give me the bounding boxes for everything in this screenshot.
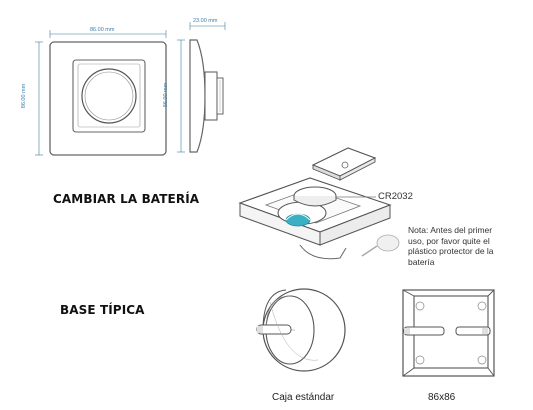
battery-model-label: CR2032 <box>378 191 413 202</box>
front-height-label: 86.00 mm <box>21 83 28 109</box>
protective-film-tab <box>376 234 400 252</box>
battery-note: Nota: Antes del primer uso, por favor qu… <box>408 225 528 267</box>
front-width-label: 86.00 mm <box>90 27 115 33</box>
battery-exploded-drawing <box>238 147 400 260</box>
square-box-caption: 86x86 <box>428 392 456 403</box>
front-view-drawing <box>35 30 167 156</box>
round-box-caption: Caja estándar <box>272 392 335 403</box>
battery-note-line: plástico protector de la <box>408 246 494 257</box>
typical-base-heading: BASE TÍPICA <box>60 303 145 317</box>
battery-note-line: Nota: Antes del primer <box>408 225 493 235</box>
side-height-label: 86.00 mm <box>163 82 170 108</box>
square-box-drawing <box>402 289 495 377</box>
change-battery-heading: CAMBIAR LA BATERÍA <box>53 192 200 206</box>
battery-contact-highlight <box>285 213 311 227</box>
side-view-drawing <box>177 22 226 153</box>
side-depth-label: 23.00 mm <box>193 18 218 24</box>
battery-note-line: batería <box>408 256 435 267</box>
round-box-drawing <box>256 288 346 372</box>
battery-note-line: uso, por favor quite el <box>408 235 490 246</box>
